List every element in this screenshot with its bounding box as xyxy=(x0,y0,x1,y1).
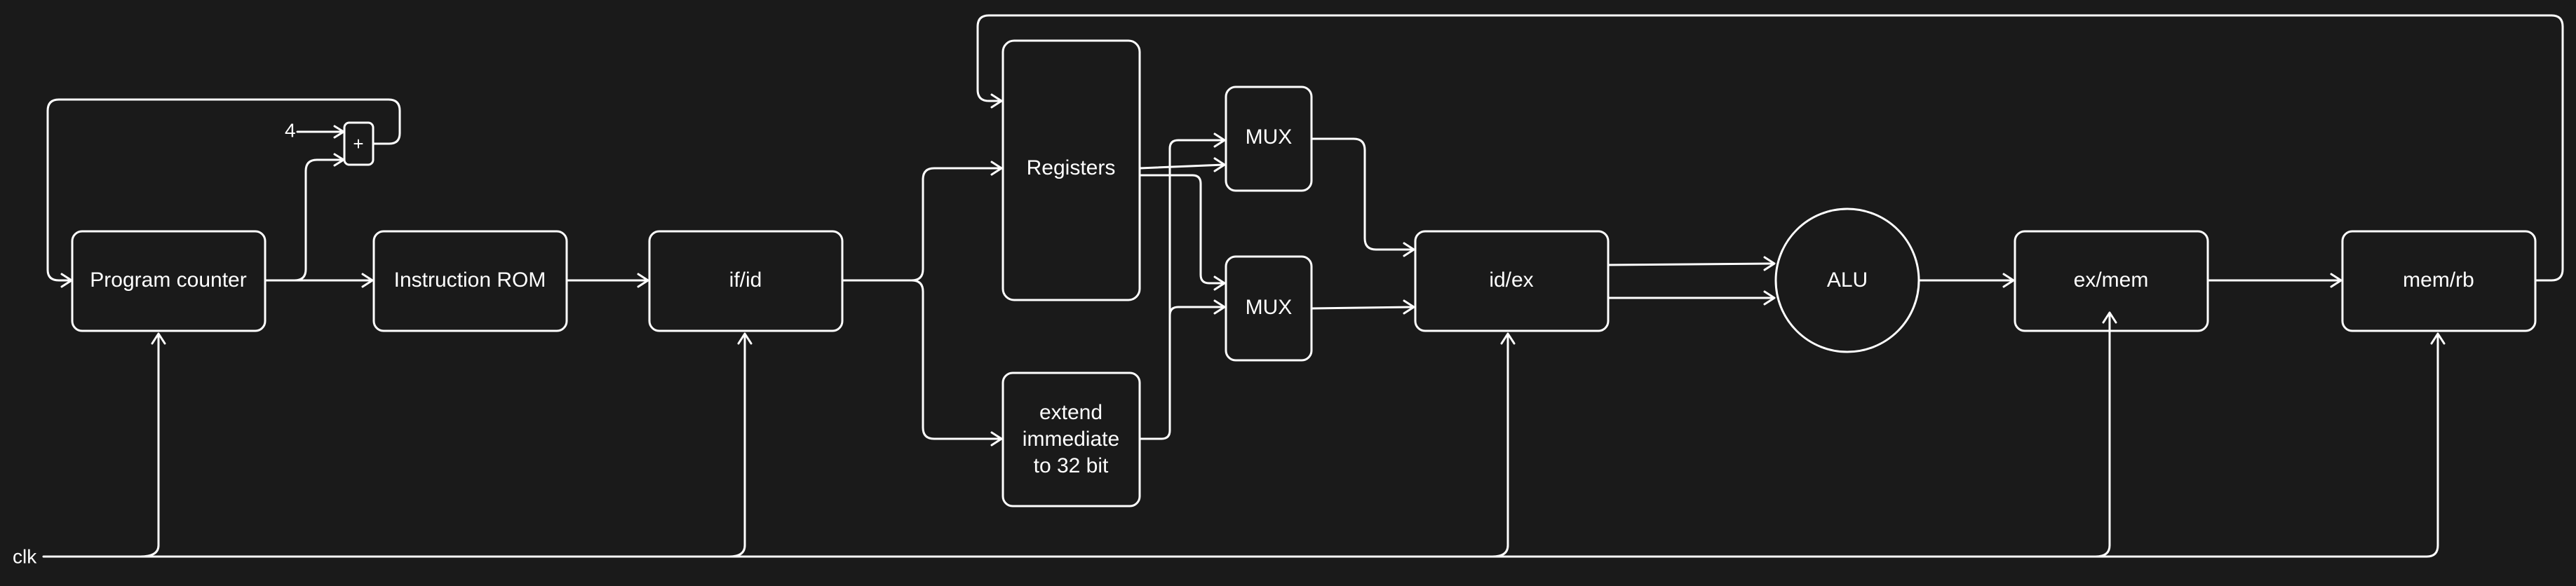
if-id-label: if/id xyxy=(729,268,762,292)
mux-bottom-block: MUX xyxy=(1225,255,1313,362)
idex-to-alu-operand-a-wire xyxy=(1607,262,1775,266)
extend-to-mux-top-wire xyxy=(1138,139,1225,440)
registers-to-mux-bottom-arrowhead xyxy=(1213,275,1226,291)
ifid-to-registers-wire xyxy=(841,167,1002,282)
mux-top-label: MUX xyxy=(1246,125,1293,149)
exmem-to-memrb-arrowhead xyxy=(2330,273,2342,288)
pc-to-adder-wire xyxy=(264,158,344,282)
clock-to-exmem-arrowhead xyxy=(2102,311,2117,324)
mux-top-to-idex-arrowhead xyxy=(1403,242,1415,257)
instruction-rom-label: Instruction ROM xyxy=(394,268,546,292)
mux-bottom-to-idex-arrowhead xyxy=(1403,299,1415,315)
ifid-to-registers-arrowhead xyxy=(990,161,1003,176)
clock-label: clk xyxy=(13,545,37,567)
extend-to-mux-top-arrowhead xyxy=(1213,132,1226,148)
idex-to-alu-operand-a-arrowhead xyxy=(1763,256,1776,271)
if-id-register-block: if/id xyxy=(648,230,844,332)
mux-bottom-label: MUX xyxy=(1246,296,1293,319)
pc-increment-loop-wire xyxy=(46,98,401,282)
clock-to-memrb-arrowhead xyxy=(2430,332,2446,345)
pc-to-adder-arrowhead xyxy=(333,153,345,167)
mux-top-to-idex-wire xyxy=(1310,137,1415,251)
registers-to-mux-top-arrowhead xyxy=(1213,157,1226,172)
alu-label: ALU xyxy=(1827,268,1868,292)
clock-to-exmem-wire xyxy=(2094,313,2111,558)
extend-immediate-block: extend immediate to 32 bit xyxy=(1002,372,1141,507)
mem-rb-label: mem/rb xyxy=(2403,268,2474,292)
id-ex-label: id/ex xyxy=(1489,268,1533,292)
constant-four-label: 4 xyxy=(285,119,296,141)
ifid-to-extend-wire xyxy=(910,279,1002,440)
writeback-loop-wire xyxy=(976,14,2564,282)
clock-to-idex-arrowhead xyxy=(1500,332,1516,345)
writeback-loop-arrowhead xyxy=(990,93,1003,109)
ifid-to-extend-arrowhead xyxy=(990,431,1003,447)
pc-to-rom-arrowhead xyxy=(361,273,374,288)
ex-mem-label: ex/mem xyxy=(2074,268,2149,292)
registers-label: Registers xyxy=(1027,156,1116,179)
extend-to-mux-bottom-wire xyxy=(1168,306,1225,317)
registers-to-mux-top-wire xyxy=(1138,163,1225,170)
clock-to-ifid-arrowhead xyxy=(737,332,753,345)
mux-top-block: MUX xyxy=(1225,86,1313,192)
mux-bottom-to-idex-wire xyxy=(1310,306,1415,310)
id-ex-register-block: id/ex xyxy=(1414,230,1610,332)
clock-to-ifid-wire xyxy=(728,334,746,558)
clock-to-idex-wire xyxy=(1491,334,1509,558)
mem-rb-register-block: mem/rb xyxy=(2341,230,2537,332)
instruction-rom-block: Instruction ROM xyxy=(372,230,568,332)
constant-four-arrowhead xyxy=(333,125,345,139)
adder-block: + xyxy=(343,121,375,166)
rom-to-ifid-arrowhead xyxy=(637,273,649,288)
registers-to-mux-bottom-wire xyxy=(1138,174,1225,285)
clock-to-pc-wire xyxy=(139,334,160,558)
alu-block: ALU xyxy=(1774,207,1920,353)
extend-label-line-1: extend xyxy=(1039,401,1102,424)
registers-block: Registers xyxy=(1002,39,1141,301)
adder-label: + xyxy=(353,133,363,154)
extend-to-mux-bottom-arrowhead xyxy=(1213,299,1226,315)
program-counter-label: Program counter xyxy=(90,268,246,292)
pc-increment-loop-arrowhead xyxy=(60,273,73,288)
alu-to-exmem-arrowhead xyxy=(2002,273,2015,288)
clock-to-pc-arrowhead xyxy=(151,332,166,345)
program-counter-block: Program counter xyxy=(71,230,267,332)
idex-to-alu-operand-b-arrowhead xyxy=(1763,290,1776,306)
extend-label-line-2: immediate xyxy=(1023,428,1119,451)
clock-bus-wire xyxy=(42,334,2439,558)
extend-label-line-3: to 32 bit xyxy=(1034,454,1109,477)
